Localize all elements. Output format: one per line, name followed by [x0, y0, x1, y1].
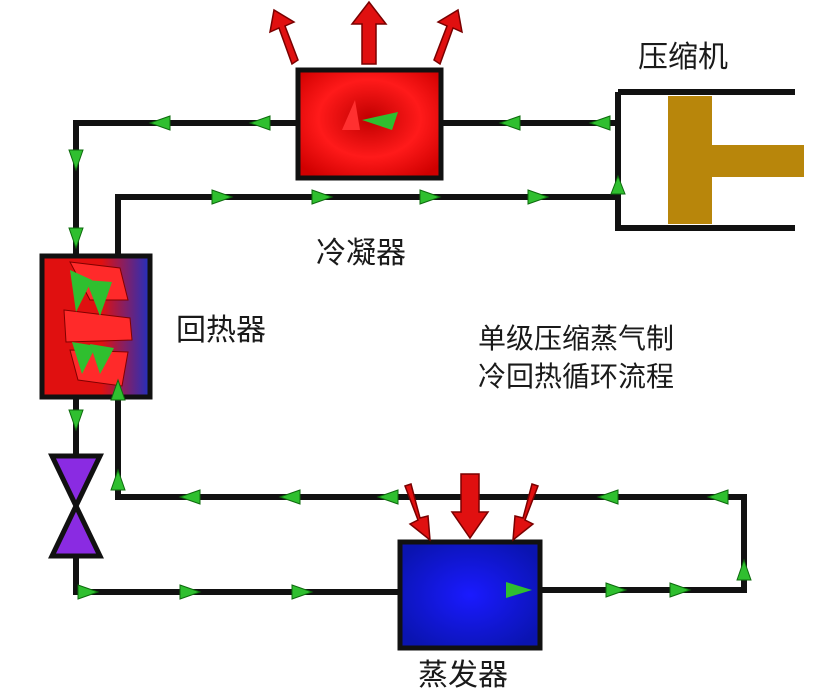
compressor-cylinder [615, 89, 795, 231]
flow-arrow [68, 227, 84, 250]
flow-arrow [588, 115, 611, 131]
flow-arrow [311, 189, 334, 205]
condenser-label: 冷凝器 [316, 236, 406, 271]
flow-arrow [148, 115, 171, 131]
regenerator [39, 253, 153, 400]
flow-arrow [291, 584, 314, 600]
compressor-piston-head [668, 96, 712, 224]
compressor-piston-rod [712, 145, 804, 177]
flow-arrows [68, 115, 752, 600]
heat-in-arrow-right [512, 483, 539, 542]
condenser [295, 67, 444, 181]
flow-arrow [68, 409, 84, 432]
flow-arrow [248, 115, 271, 131]
flow-arrow [527, 189, 550, 205]
flow-arrow [376, 489, 399, 505]
diagram-title-line2: 冷回热循环流程 [478, 360, 675, 393]
compressor-label: 压缩机 [638, 40, 728, 75]
pipe-compressor-suction [115, 194, 618, 258]
diagram-title-line1: 单级压缩蒸气制 [478, 322, 675, 355]
evaporator-flow-icon [506, 582, 532, 598]
flow-arrow [419, 189, 442, 205]
heat-out-arrow-left [269, 8, 299, 66]
flow-arrow [178, 489, 201, 505]
flow-arrow [736, 558, 752, 581]
flow-arrow [110, 468, 126, 491]
flow-arrow [498, 115, 521, 131]
flow-arrow [706, 489, 729, 505]
flow-arrow [110, 378, 126, 401]
heat-in-arrow-left [404, 483, 431, 542]
regen-green-4 [90, 344, 114, 374]
pipe-valve-evaporator [73, 556, 400, 595]
heat-out-arrow-right [433, 8, 463, 66]
valve-bottom [48, 500, 104, 559]
evaporator [397, 539, 543, 651]
expansion-valve-icon [48, 453, 104, 559]
regen-green-3 [72, 342, 96, 374]
flow-arrow [596, 489, 619, 505]
flow-arrow [669, 582, 692, 598]
compressor [615, 89, 804, 231]
evaporator-label: 蒸发器 [418, 658, 508, 693]
flow-arrow [605, 582, 628, 598]
heat-out-arrow-center [350, 0, 388, 65]
flow-arrow [610, 174, 626, 195]
regen-arrow-2 [63, 309, 133, 343]
regenerator-label: 回热器 [176, 313, 266, 348]
condenser-box [295, 67, 444, 181]
heat-rejected-arrows [269, 0, 463, 66]
pipe-condenser-left [73, 120, 300, 258]
flow-arrow [77, 584, 100, 600]
diagram-title: 单级压缩蒸气制 冷回热循环流程 [478, 320, 674, 396]
heat-in-arrow-center [450, 473, 490, 540]
heat-absorbed-arrows [404, 473, 539, 542]
valve-top [48, 453, 104, 512]
condenser-flow-icon [362, 112, 398, 130]
flow-arrow [278, 489, 301, 505]
evaporator-box [397, 539, 543, 651]
flow-arrow [68, 149, 84, 172]
flow-arrow [179, 584, 202, 600]
flow-arrow [211, 189, 234, 205]
condenser-inner-arrow [342, 100, 360, 130]
regen-green-2 [86, 280, 112, 316]
